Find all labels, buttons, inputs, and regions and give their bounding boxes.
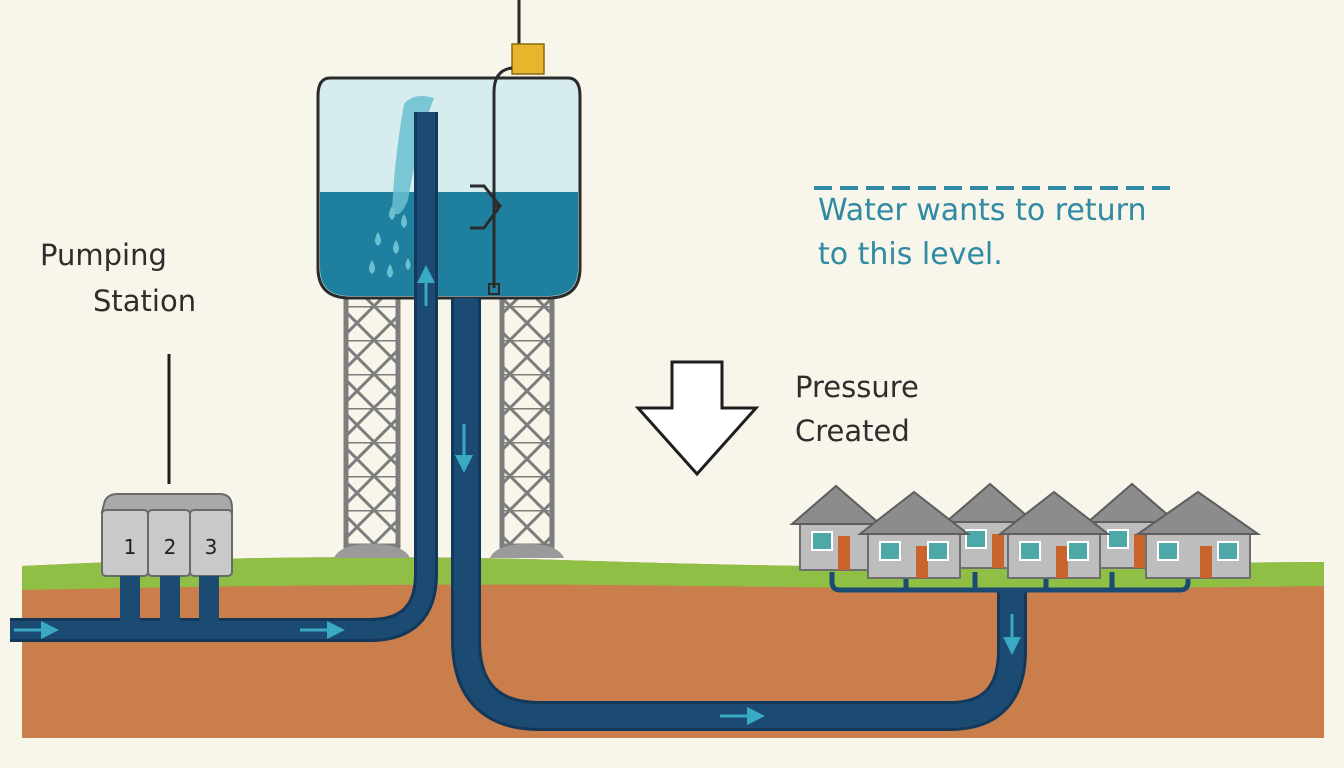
tank-water (320, 192, 578, 296)
tower-leg-right (499, 293, 555, 549)
house-4 (857, 490, 971, 579)
house-door (916, 546, 928, 578)
tower-legs (334, 293, 564, 558)
house-window (1107, 529, 1129, 549)
inlet-pipe (10, 112, 435, 639)
tower-leg-left (343, 293, 401, 549)
house-roof (943, 482, 1037, 523)
house-window (965, 529, 987, 549)
pipes (10, 112, 1191, 731)
house-door (992, 534, 1004, 568)
house-roof (997, 490, 1111, 535)
flow-arrows (14, 265, 1021, 725)
pumping-station: 1 2 3 (100, 354, 233, 622)
level-sensor (470, 0, 545, 295)
house-wall (799, 523, 873, 571)
house-window (1019, 541, 1041, 561)
float-switch (470, 184, 502, 230)
sensor-box (511, 43, 545, 75)
pumping-label-line-2: Station (93, 284, 197, 318)
house-1 (789, 484, 883, 571)
outlet-pipe (454, 298, 1024, 728)
pump-number-1: 1 (124, 535, 137, 559)
house-door (1056, 546, 1068, 578)
house-window (927, 541, 949, 561)
pressure-down-arrow-icon (634, 360, 760, 477)
house-window (1067, 541, 1089, 561)
pump-building-roof (100, 493, 233, 513)
water-level-note-line-2: to this level. (818, 237, 1003, 272)
pumping-label-line-1: Pumping (40, 238, 167, 272)
house-door (1200, 546, 1212, 578)
house-roof (1134, 490, 1262, 535)
house-window (811, 531, 833, 551)
pump-number-3: 3 (205, 535, 218, 559)
pump-number-2: 2 (164, 535, 177, 559)
water-tank (316, 76, 582, 300)
house-5 (997, 490, 1111, 579)
house-window (1217, 541, 1239, 561)
water-level-note-line-1: Water wants to return (818, 193, 1147, 228)
pressure-label-line-1: Pressure (795, 370, 919, 404)
tower-foot-right (490, 544, 564, 558)
house-roof (857, 490, 971, 535)
house-window (1157, 541, 1179, 561)
house-roof (1085, 482, 1179, 523)
sensor-cable (492, 66, 513, 288)
houses (789, 482, 1262, 579)
house-6 (1134, 490, 1262, 579)
house-roof (789, 484, 883, 525)
tower-foot-left (334, 544, 410, 558)
pump-risers (120, 576, 219, 622)
house-3 (1085, 482, 1179, 569)
house-door (1134, 534, 1146, 568)
house-door (838, 536, 850, 570)
house-window (879, 541, 901, 561)
water-drops (369, 206, 411, 278)
pressure-label-line-2: Created (795, 414, 910, 448)
